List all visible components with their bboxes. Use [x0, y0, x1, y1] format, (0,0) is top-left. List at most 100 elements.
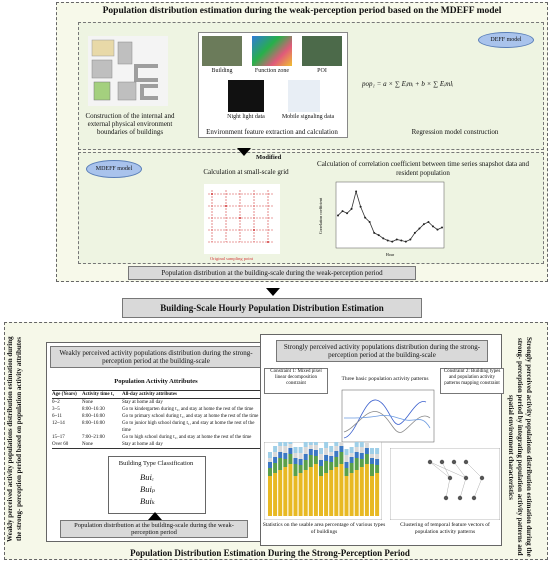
usable-area-bar: [370, 458, 374, 464]
modified-arrow: [237, 148, 251, 156]
mdeff-frame: [78, 152, 544, 264]
usable-area-bar: [375, 454, 380, 459]
usable-area-bar: [324, 473, 329, 516]
usable-area-bar: [303, 442, 308, 447]
constraint-2-box: Constraint 2: Building types and populat…: [440, 368, 504, 394]
usable-area-bar: [313, 442, 318, 445]
bottom-title: Population Distribution Estimation Durin…: [130, 548, 410, 558]
grid-caption: Calculation at small-scale grid: [203, 168, 289, 176]
usable-area-bar: [268, 476, 272, 516]
usable-area-bar: [288, 448, 293, 454]
corr-point: [400, 239, 403, 242]
usable-area-bar: [308, 455, 313, 467]
corr-point: [386, 239, 389, 242]
usable-area-bar: [364, 464, 369, 516]
table-header-time: Activity time t₁: [82, 392, 115, 397]
usable-area-bar: [319, 476, 323, 516]
usable-area-bar: [329, 462, 334, 470]
env-caption: Construction of the internal and externa…: [85, 112, 175, 136]
mobile-signal-label: Mobile signaling data: [281, 114, 335, 120]
usable-area-bar: [359, 447, 364, 453]
corr-caption: Calculation of correlation coefficient b…: [317, 160, 529, 177]
corr-point: [404, 240, 407, 243]
cluster-caption: Clustering of temporal feature vectors o…: [400, 522, 490, 535]
usable-area-bar: [283, 442, 288, 446]
pattern-line-2: [343, 411, 431, 433]
usable-area-bar: [329, 470, 334, 516]
usable-area-bar: [273, 452, 278, 457]
usable-area-bar: [298, 473, 303, 516]
usable-area-bar: [344, 476, 349, 516]
usable-area-bar: [268, 458, 272, 462]
usable-area-bar: [370, 464, 374, 476]
usable-area-bar: [334, 442, 339, 446]
bt-item: Buiₖ: [140, 496, 155, 506]
usable-area-bar: [324, 442, 329, 448]
usable-area-bar: [349, 453, 354, 457]
night-light-image: [228, 80, 264, 112]
corr-point: [368, 221, 371, 223]
usable-area-bar: [339, 442, 344, 446]
usable-area-bar: [339, 452, 344, 464]
usable-area-bar: [273, 446, 278, 452]
modified-label: Modified: [256, 154, 282, 161]
usable-area-bar: [303, 454, 308, 460]
mdeff-badge: MDEFF model: [86, 160, 142, 178]
table-header-row: Age (Years) Activity time t₁ All-day act…: [52, 390, 260, 399]
usable-area-bar: [308, 467, 313, 516]
corr-point: [422, 223, 425, 226]
regression-caption: Regression model construction: [411, 128, 499, 136]
usable-area-bar: [344, 455, 349, 462]
usable-area-bar: [278, 470, 283, 516]
poi-image: [302, 36, 342, 66]
usable-area-bar: [334, 467, 339, 516]
top-title: Population distribution estimation durin…: [102, 6, 502, 16]
usable-area-bar: [268, 468, 272, 476]
corr-point: [377, 234, 380, 237]
usable-area-bar: [308, 442, 313, 445]
corr-point: [427, 221, 430, 223]
table-header-attr: All-day activity attributes: [122, 392, 177, 397]
usable-area-bar: [359, 459, 364, 467]
usable-area-bar: [354, 470, 359, 516]
usable-area-bar: [370, 476, 374, 516]
usable-area-bar: [298, 465, 303, 473]
usable-area-bar: [324, 455, 329, 461]
usable-area-bar: [303, 470, 308, 516]
usable-area-bar: [308, 445, 313, 449]
left-header-box: Weakly perceived activity populations di…: [50, 346, 262, 368]
patterns-label: Three basic population activity patterns: [341, 376, 429, 382]
usable-area-bar: [349, 447, 354, 453]
usable-area-bar: [293, 447, 298, 453]
deff-badge: DEFF model: [478, 32, 534, 48]
corr-point: [337, 214, 339, 217]
usable-area-bar: [278, 442, 283, 446]
bt-title: Building Type Classification: [118, 460, 194, 467]
left-bottom-box: Population distribution at the building-…: [60, 520, 248, 538]
usable-area-bar: [364, 454, 369, 464]
usable-area-bar: [375, 473, 380, 516]
corr-point: [441, 226, 443, 229]
corr-chart: Correlation coefficient Hour: [318, 181, 445, 257]
usable-area-bar: [288, 442, 293, 444]
bt-item: Buiₑ: [140, 472, 155, 482]
right-header-box: Strongly perceived activity populations …: [276, 340, 488, 362]
attributes-table: Age (Years) Activity time t₁ All-day act…: [52, 390, 260, 449]
building-boundary-image: [88, 36, 168, 106]
corr-ylabel: Correlation coefficient: [318, 197, 323, 234]
corr-point: [346, 212, 349, 215]
usable-area-bar: [268, 452, 272, 458]
corr-point: [382, 237, 385, 240]
function-zone-label: Function zone: [254, 68, 290, 74]
usable-area-bar: [283, 446, 288, 453]
usable-area-bar: [344, 462, 349, 468]
usable-area-bar: [375, 459, 380, 465]
usable-area-bar: [324, 448, 329, 455]
usable-area-bar: [334, 451, 339, 457]
usable-area-bar: [364, 448, 369, 454]
usable-area-bar: [293, 453, 298, 458]
usable-area-bar: [293, 458, 298, 464]
